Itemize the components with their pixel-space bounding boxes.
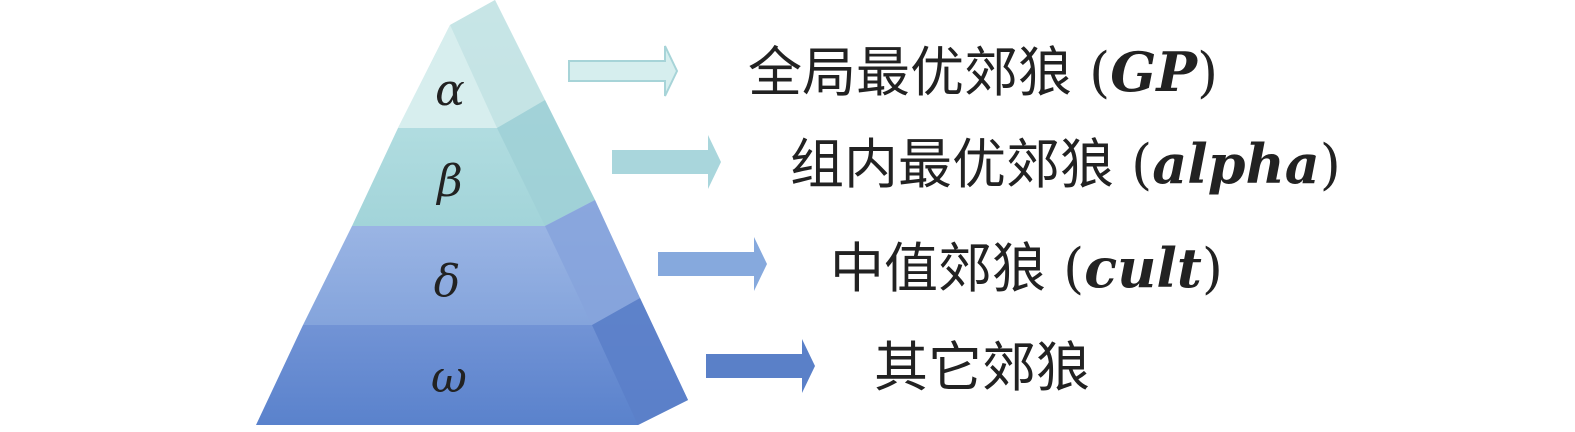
pyramid-level-alpha-face: [398, 25, 497, 128]
pyramid-level-alpha-side: [450, 0, 545, 128]
label-other: 其它郊狼: [874, 336, 1090, 400]
pyramid-level-delta: δ: [303, 200, 640, 325]
label-median: 中值郊狼 (cult): [830, 236, 1223, 301]
label-global-best: 全局最优郊狼 (GP): [748, 40, 1218, 105]
label-global-best-text: 全局最优郊狼 (: [748, 41, 1111, 104]
label-median-close: ): [1201, 237, 1223, 300]
pyramid-level-delta-side: [545, 200, 640, 325]
pyramid-symbol-alpha: α: [435, 65, 465, 116]
label-other-text: 其它郊狼: [874, 336, 1090, 399]
label-median-abbr: cult: [1084, 236, 1202, 300]
label-global-best-close: ): [1196, 41, 1219, 104]
pyramid-level-beta-side: [497, 100, 595, 226]
pyramid-symbol-delta: δ: [434, 256, 461, 307]
label-median-text: 中值郊狼 (: [830, 237, 1085, 300]
label-group-best-abbr: alpha: [1152, 132, 1320, 196]
arrow-gp: [568, 45, 679, 97]
pyramid-level-alpha: α: [398, 0, 545, 128]
label-group-best: 组内最优郊狼 (alpha): [790, 132, 1341, 197]
arrow-other: [706, 339, 815, 393]
pyramid-level-beta: β: [352, 100, 595, 226]
pyramid-symbol-omega: ω: [431, 352, 467, 403]
label-group-best-close: ): [1319, 133, 1341, 196]
pyramid-symbol-beta: β: [435, 156, 462, 207]
pyramid-level-omega: ω: [256, 298, 688, 425]
label-group-best-text: 组内最优郊狼 (: [790, 133, 1153, 196]
arrow-alpha: [612, 135, 721, 189]
pyramid-level-omega-front: [256, 298, 688, 425]
pyramid-level-omega-side: [592, 298, 688, 425]
arrow-cult: [658, 237, 767, 291]
label-global-best-abbr: GP: [1110, 40, 1197, 104]
